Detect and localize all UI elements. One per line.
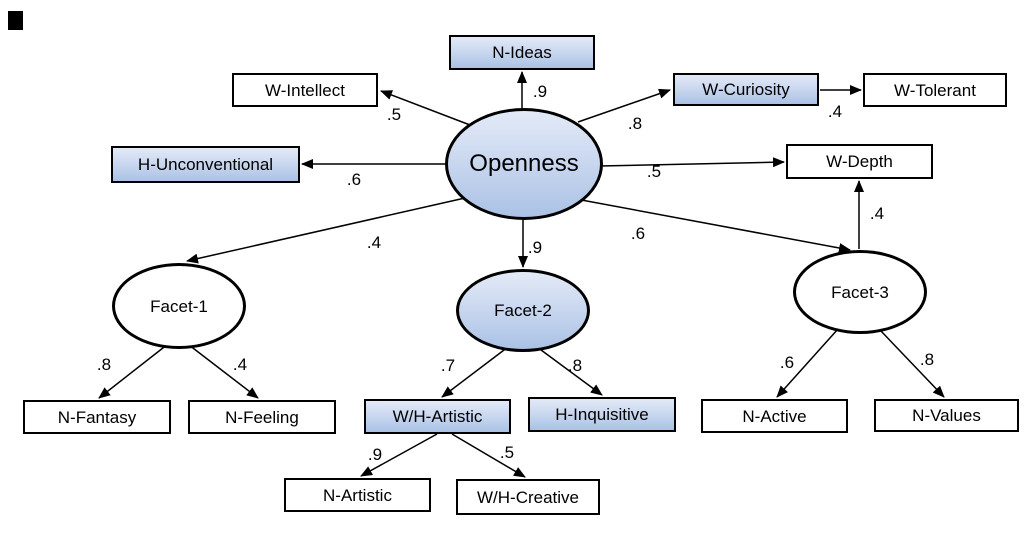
coef-facet-2-h-inquisitive: .8 <box>567 356 583 375</box>
coef-wh-artistic-wh-creative: .5 <box>499 443 515 462</box>
box-w-curiosity: W-Curiosity <box>673 73 819 106</box>
coef-w-curiosity-w-tolerant: .4 <box>827 102 843 121</box>
coef-openness-w-intellect: .5 <box>386 105 402 124</box>
box-h-inquisitive: H-Inquisitive <box>528 397 676 432</box>
box-w-intellect: W-Intellect <box>232 73 378 107</box>
box-wh-creative: W/H-Creative <box>456 479 600 515</box>
coef-openness-n-ideas: .9 <box>532 82 548 101</box>
box-n-artistic: N-Artistic <box>284 478 431 512</box>
node-facet-3: Facet-3 <box>793 250 927 334</box>
node-facet-1: Facet-1 <box>112 263 246 349</box>
box-h-unconventional: H-Unconventional <box>111 146 300 183</box>
node-openness: Openness <box>445 108 603 220</box>
box-n-active: N-Active <box>701 399 848 433</box>
box-w-depth: W-Depth <box>786 144 933 179</box>
path-openness-to-facet-1 <box>186 197 466 264</box>
coef-wh-artistic-n-artistic: .9 <box>367 445 383 464</box>
corner-mark <box>8 11 23 30</box>
coef-openness-h-unconventional: .6 <box>346 170 362 189</box>
path-facet-3-to-n-values <box>879 329 945 398</box>
coef-facet-3-n-values: .8 <box>919 350 935 369</box>
coef-openness-w-depth: .5 <box>646 162 662 181</box>
box-n-feeling: N-Feeling <box>188 400 336 434</box>
coef-facet-3-n-active: .6 <box>779 353 795 372</box>
path-wh-artistic-to-wh-creative <box>451 433 526 478</box>
box-n-fantasy: N-Fantasy <box>23 400 171 434</box>
path-facet-1-to-n-fantasy <box>98 343 169 399</box>
box-n-ideas: N-Ideas <box>449 35 595 70</box>
path-facet-1-to-n-feeling <box>188 344 259 399</box>
box-n-values: N-Values <box>874 399 1019 432</box>
node-facet-2: Facet-2 <box>456 269 590 352</box>
coef-openness-facet-2: .9 <box>527 238 543 257</box>
coef-facet-1-n-fantasy: .8 <box>96 355 112 374</box>
path-openness-to-w-curiosity <box>577 88 671 123</box>
path-facet-3-to-n-active <box>776 328 839 398</box>
box-w-tolerant: W-Tolerant <box>863 73 1007 107</box>
coef-facet-2-wh-artistic: .7 <box>440 356 456 375</box>
coef-facet-3-w-depth: .4 <box>869 204 885 223</box>
coef-openness-facet-3: .6 <box>630 224 646 243</box>
path-openness-to-w-intellect <box>380 90 471 126</box>
path-facet-2-to-wh-artistic <box>441 346 509 398</box>
path-wh-artistic-to-n-artistic <box>360 433 438 477</box>
box-wh-artistic: W/H-Artistic <box>364 399 511 434</box>
coef-facet-1-n-feeling: .4 <box>232 355 248 374</box>
path-openness-to-w-depth <box>599 157 785 168</box>
coef-openness-w-curiosity: .8 <box>627 114 643 133</box>
path-openness-to-facet-3 <box>575 198 851 253</box>
path-facet-2-to-h-inquisitive <box>536 346 603 396</box>
coef-openness-facet-1: .4 <box>366 233 382 252</box>
